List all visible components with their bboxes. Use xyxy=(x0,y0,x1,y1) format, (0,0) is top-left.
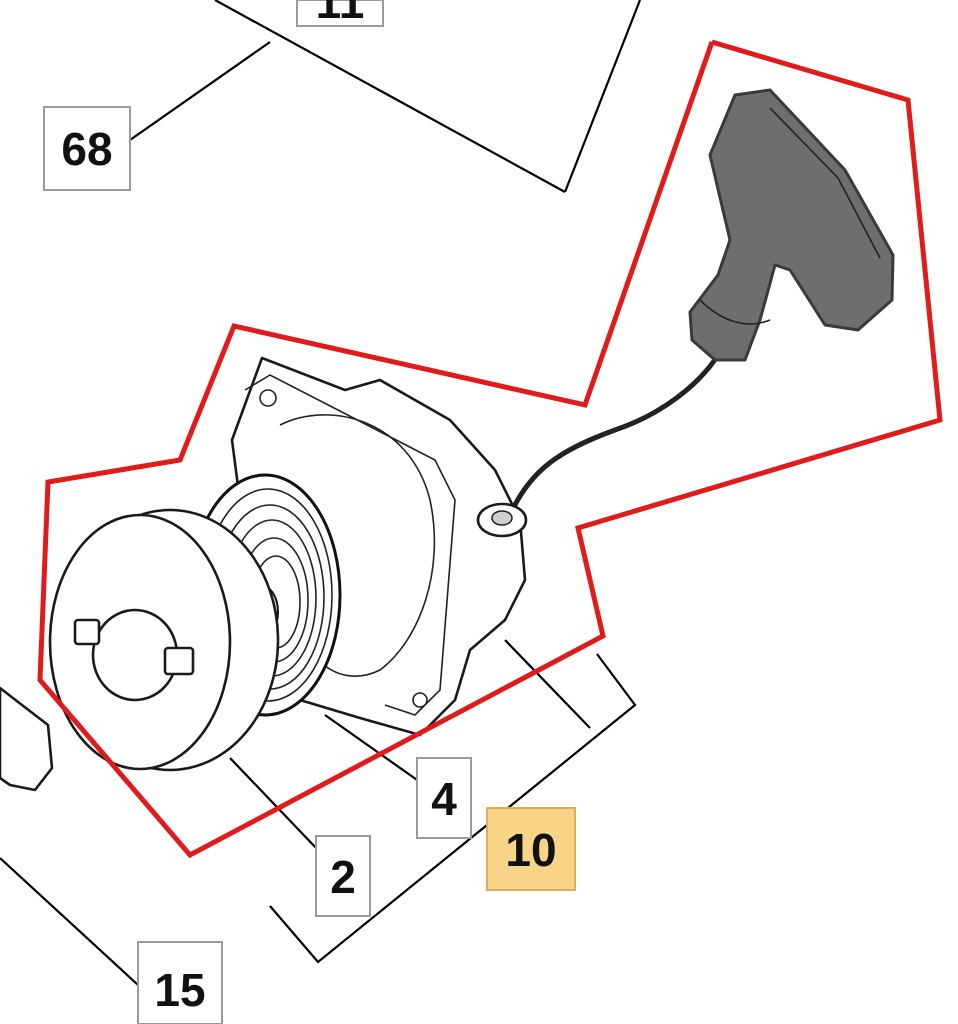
leader-top-left xyxy=(214,0,566,193)
assembly-group-outline xyxy=(37,39,943,859)
leader-lines xyxy=(0,0,642,986)
callout-68-text: 68 xyxy=(61,123,112,175)
pull-handle xyxy=(507,88,895,517)
leader-15 xyxy=(0,857,139,986)
leader-68-a xyxy=(129,41,271,141)
housing-screw-hole-top xyxy=(259,389,277,407)
part-15-fragment xyxy=(0,686,54,792)
callout-10[interactable]: 10 xyxy=(486,807,576,891)
starter-rope xyxy=(507,350,723,517)
handle-detail xyxy=(769,107,881,259)
leader-housing xyxy=(504,639,591,729)
housing-screw-hole-right xyxy=(412,692,428,708)
callout-68: 68 xyxy=(43,106,131,191)
pulley-key-left xyxy=(73,618,101,646)
callout-4-text: 4 xyxy=(431,773,457,825)
leader-2 xyxy=(229,757,319,851)
leader-top-right xyxy=(563,0,642,193)
rope-pulley xyxy=(48,508,280,772)
callout-4: 4 xyxy=(416,757,472,839)
handle-collar xyxy=(699,299,771,325)
leader-4 xyxy=(324,714,421,783)
pulley-key-right xyxy=(163,646,195,676)
handle-grip xyxy=(688,88,895,362)
rope-guide-hole xyxy=(491,510,513,526)
callout-top-partial-text: 11 xyxy=(316,0,365,28)
callout-2: 2 xyxy=(315,835,371,917)
callout-top-partial: 11 xyxy=(296,0,384,28)
callout-2-text: 2 xyxy=(330,851,356,903)
callout-15: 15 xyxy=(137,941,223,1024)
housing-frame xyxy=(244,374,456,716)
callout-10-text: 10 xyxy=(505,824,556,876)
callout-15-text: 15 xyxy=(154,964,205,1016)
bracket-10 xyxy=(269,653,637,964)
